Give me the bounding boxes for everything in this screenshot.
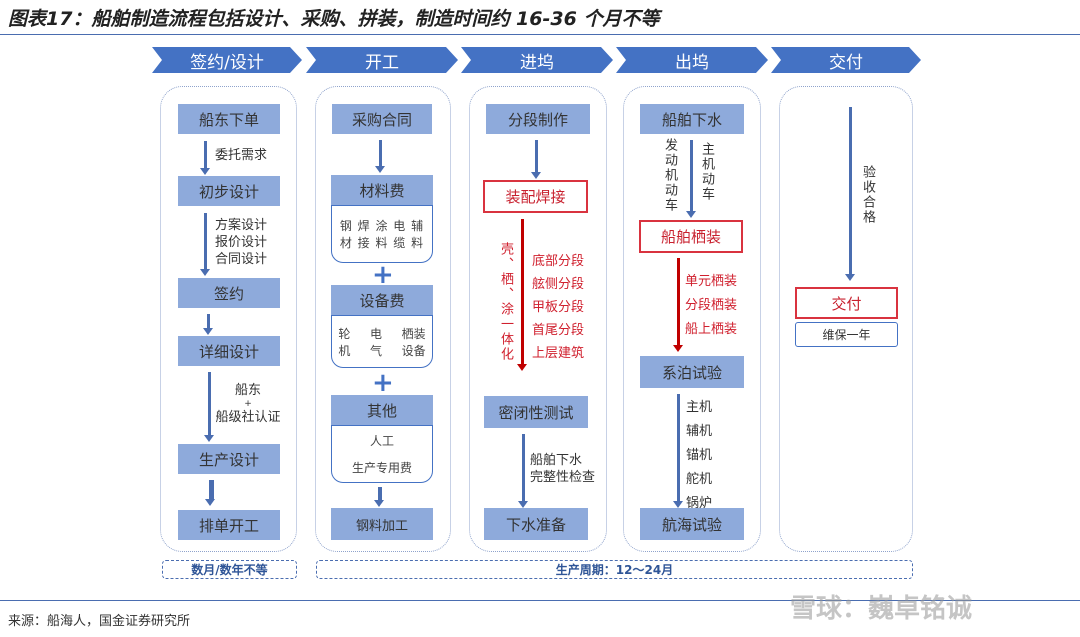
equipment-items: 轮 电 栖装机 气 设备 xyxy=(331,315,433,368)
stage-dock-in: 进坞 xyxy=(461,47,613,73)
label: 机 气 设备 xyxy=(338,343,426,358)
label: 船上栖装 xyxy=(685,322,738,337)
step-production-design: 生产设计 xyxy=(178,444,280,474)
step-preliminary-design: 初步设计 xyxy=(178,176,280,206)
step-outfitting: 船舶栖装 xyxy=(639,220,743,253)
label: 方案设计 xyxy=(215,218,268,233)
main-engine-label: 主机动车 xyxy=(699,142,714,202)
label: 单元栖装 xyxy=(685,274,738,289)
footer-divider xyxy=(0,600,1080,601)
maintenance-box: 维保一年 xyxy=(795,322,898,347)
label: 船级社认证 xyxy=(215,410,281,425)
column-dock xyxy=(469,86,607,552)
acceptance-label: 验收合格 xyxy=(860,165,875,225)
label: 轮 电 栖装 xyxy=(338,326,426,341)
column-design xyxy=(160,86,297,552)
machinery-list: 主机辅机锚机舵机锅炉 xyxy=(686,396,712,516)
stage-sign-design: 签约/设计 xyxy=(152,47,302,73)
label: 船东 xyxy=(234,383,261,398)
label: 锚机 xyxy=(686,448,713,463)
arrow xyxy=(845,107,855,281)
figure-title: 图表17：船舶制造流程包括设计、采购、拼装，制造时间约 16-36 个月不等 xyxy=(8,8,660,30)
step-tightness-test: 密闭性测试 xyxy=(484,396,588,428)
column-start xyxy=(315,86,451,552)
step-sign: 签约 xyxy=(178,278,280,308)
arrow xyxy=(375,140,385,173)
period-design: 数月/数年不等 xyxy=(162,560,297,579)
label: 主机 xyxy=(686,400,713,415)
other-cost: 其他 xyxy=(331,395,433,425)
arrow xyxy=(686,140,696,218)
label: 材 接 料 缆 料 xyxy=(339,236,425,250)
arrow xyxy=(374,487,384,507)
arrow xyxy=(204,372,214,442)
step-sea-trial: 航海试验 xyxy=(640,508,744,540)
label: 首尾分段 xyxy=(532,323,585,338)
arrow xyxy=(673,394,683,508)
label: + xyxy=(244,399,252,409)
label: 合同设计 xyxy=(215,252,268,267)
step-assembly-welding: 装配焊接 xyxy=(483,180,588,213)
outfitting-list: 单元栖装分段栖装船上栖装 xyxy=(685,270,737,342)
arrow xyxy=(205,480,215,506)
arrow xyxy=(200,141,210,175)
plus-icon: + xyxy=(372,260,394,290)
label: 底部分段 xyxy=(532,254,585,269)
engine-start-label: 发动机动车 xyxy=(662,138,677,213)
label: 分段栖装 xyxy=(685,298,738,313)
label: 人工 xyxy=(369,434,394,448)
stage-start: 开工 xyxy=(306,47,458,73)
materials-items: 钢 焊 涂 电 辅材 接 料 缆 料 xyxy=(331,205,433,263)
materials-cost: 材料费 xyxy=(331,175,433,205)
column-undock xyxy=(623,86,761,552)
step-steel-processing: 钢料加工 xyxy=(331,508,433,540)
source-note: 来源：船海人，国金证券研究所 xyxy=(8,614,191,629)
label: 舷侧分段 xyxy=(532,277,585,292)
arrow xyxy=(518,434,528,508)
launch-check-label: 船舶下水完整性检查 xyxy=(530,452,595,486)
label: 辅机 xyxy=(686,424,713,439)
step-ship-launch: 船舶下水 xyxy=(640,104,744,134)
hull-outfit-paint-label: 壳、栖、涂一体化 xyxy=(498,242,513,362)
watermark: 雪球：巍卓铭诚 xyxy=(790,594,973,624)
red-arrow xyxy=(517,219,527,371)
period-production: 生产周期：12～24月 xyxy=(316,560,913,579)
label: 甲板分段 xyxy=(532,300,585,315)
step-delivery: 交付 xyxy=(795,287,898,319)
label: 报价设计 xyxy=(215,235,268,250)
column-delivery xyxy=(779,86,913,552)
label-commission: 委托需求 xyxy=(215,148,268,163)
step-purchase-contract: 采购合同 xyxy=(332,104,432,134)
arrow xyxy=(203,314,213,335)
label: 生产专用费 xyxy=(351,461,412,475)
label: 上层建筑 xyxy=(532,346,585,361)
stage-delivery: 交付 xyxy=(771,47,921,73)
label: 完整性检查 xyxy=(530,470,596,485)
label: 锅炉 xyxy=(686,496,713,511)
design-list: 方案设计报价设计合同设计 xyxy=(215,217,267,268)
cert-label: 船东+船级社认证 xyxy=(215,382,281,426)
step-schedule-start: 排单开工 xyxy=(178,510,280,540)
step-block-fabrication: 分段制作 xyxy=(486,104,590,134)
equipment-cost: 设备费 xyxy=(331,285,433,315)
label: 舵机 xyxy=(686,472,713,487)
arrow xyxy=(531,140,541,179)
step-owner-order: 船东下单 xyxy=(178,104,280,134)
step-launch-prep: 下水准备 xyxy=(484,508,588,540)
step-detailed-design: 详细设计 xyxy=(178,336,280,366)
red-arrow xyxy=(673,258,683,352)
label: 钢 焊 涂 电 辅 xyxy=(339,219,425,233)
plus-icon: + xyxy=(372,368,394,398)
title-divider xyxy=(0,34,1080,35)
other-items: 人工生产专用费 xyxy=(331,425,433,483)
block-list: 底部分段舷侧分段甲板分段首尾分段上层建筑 xyxy=(532,250,584,365)
arrow xyxy=(200,213,210,276)
label: 船舶下水 xyxy=(530,453,583,468)
step-mooring-trial: 系泊试验 xyxy=(640,356,744,388)
stage-undock: 出坞 xyxy=(616,47,768,73)
